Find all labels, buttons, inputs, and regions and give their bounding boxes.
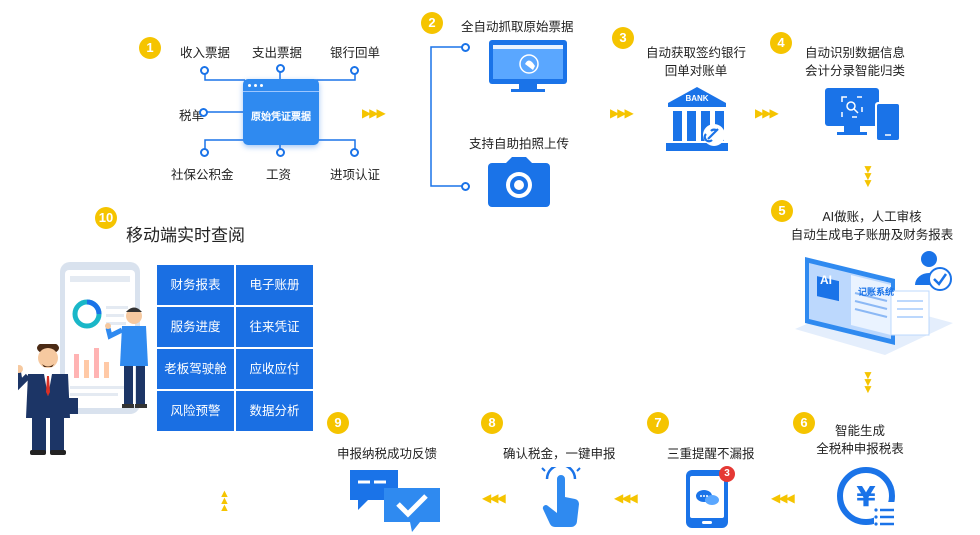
step-7-label: 三重提醒不漏报 [667, 447, 755, 461]
step-5-label: AI做账，人工审核 自动生成电子账册及财务报表 [782, 208, 962, 244]
connector-dot [461, 182, 470, 191]
connector-dot [200, 66, 209, 75]
svg-text:¥: ¥ [856, 480, 876, 513]
data-recognition-icon [825, 88, 901, 142]
customer-illustration [105, 307, 148, 408]
grid-transaction-vouchers: 往来凭证 [236, 307, 313, 347]
step-9-number: 9 [327, 412, 349, 434]
step-6-line2: 全税种申报税表 [816, 442, 904, 456]
step-5-line1: AI做账，人工审核 [822, 210, 922, 224]
step-6-label: 智能生成 全税种申报税表 [805, 422, 915, 458]
step-10-label: 移动端实时查阅 [126, 226, 245, 245]
step-1-number: 1 [139, 37, 161, 59]
step-4-line1: 自动识别数据信息 [804, 46, 905, 60]
bank-icon [666, 87, 728, 151]
businessman-illustration [18, 344, 78, 455]
step-3-number: 3 [612, 27, 634, 49]
source-social-label: 社保公积金 [171, 168, 234, 182]
camera-icon [488, 157, 550, 207]
flow-arrow: ▶▶▶ [755, 106, 779, 120]
connector-dot [199, 108, 208, 117]
flow-arrow: ◀◀◀ [771, 491, 795, 505]
flow-arrow-up: ▲▲▲ [219, 488, 230, 514]
source-tax-label: 税单 [179, 109, 205, 123]
step-4-label: 自动识别数据信息 会计分录智能归类 [790, 44, 920, 80]
step-5-number: 5 [771, 200, 793, 222]
step-5-line2: 自动生成电子账册及财务报表 [790, 228, 954, 242]
step-9-label: 申报纳税成功反馈 [337, 447, 438, 461]
grid-service-progress: 服务进度 [157, 307, 234, 347]
chat-check-icon [350, 470, 440, 532]
step-10-number: 10 [95, 207, 117, 229]
tax-yuan-icon: ¥ [837, 467, 898, 528]
connector-dot [461, 43, 470, 52]
step-3-line2: 回单对账单 [664, 64, 728, 78]
connector-dot [350, 148, 359, 157]
step-6-number: 6 [793, 412, 815, 434]
flow-arrow-down: ▼▼▼ [862, 368, 874, 396]
step-2-bracket [430, 46, 464, 187]
source-connectors [203, 68, 356, 152]
system-text: 记账系统 [858, 287, 895, 297]
phone-notification-icon [686, 466, 735, 528]
tap-hand-icon [541, 467, 581, 527]
flow-arrow-down: ▼▼▼ [862, 162, 874, 190]
connector-dot [200, 148, 209, 157]
source-bank-label: 银行回单 [330, 46, 381, 60]
grid-receivables-payables: 应收应付 [236, 349, 313, 389]
monitor-touch-icon [489, 40, 567, 92]
grid-boss-cockpit: 老板驾驶舱 [157, 349, 234, 389]
step-8-number: 8 [481, 412, 503, 434]
source-salary-label: 工资 [266, 168, 292, 182]
step-2-label: 全自动抓取原始票据 [461, 20, 574, 34]
source-document-label: 原始凭证票据 [251, 112, 311, 123]
bank-text: BANK [685, 94, 709, 103]
source-income-label: 收入票据 [180, 46, 231, 60]
grid-e-ledger: 电子账册 [236, 265, 313, 305]
grid-financial-reports: 财务报表 [157, 265, 234, 305]
step-3-line1: 自动获取签约银行 [645, 46, 746, 60]
connector-dot [276, 64, 285, 73]
source-expense-label: 支出票据 [252, 46, 303, 60]
flow-arrow: ▶▶▶ [362, 106, 386, 120]
step-2-number: 2 [421, 12, 443, 34]
flow-arrow: ◀◀◀ [614, 491, 638, 505]
ai-accounting-illustration [795, 251, 953, 355]
source-input-label: 进项认证 [330, 168, 381, 182]
connector-dot [276, 148, 285, 157]
notification-badge: 3 [724, 468, 730, 479]
flow-arrow: ▶▶▶ [610, 106, 634, 120]
grid-data-analysis: 数据分析 [236, 391, 313, 431]
source-document-window: 原始凭证票据 [243, 79, 319, 145]
step-6-line1: 智能生成 [834, 424, 885, 438]
step-8-label: 确认税金，一键申报 [503, 447, 616, 461]
step-7-number: 7 [647, 412, 669, 434]
step-4-number: 4 [770, 32, 792, 54]
mobile-phone-illustration [60, 262, 140, 414]
ai-screen-text: AI [820, 273, 832, 287]
step-3-label: 自动获取签约银行 回单对账单 [636, 44, 756, 80]
step-4-line2: 会计分录智能归类 [804, 64, 905, 78]
upload-label: 支持自助拍照上传 [469, 137, 570, 151]
connector-dot [350, 66, 359, 75]
flow-arrow: ◀◀◀ [482, 491, 506, 505]
grid-risk-alert: 风险预警 [157, 391, 234, 431]
